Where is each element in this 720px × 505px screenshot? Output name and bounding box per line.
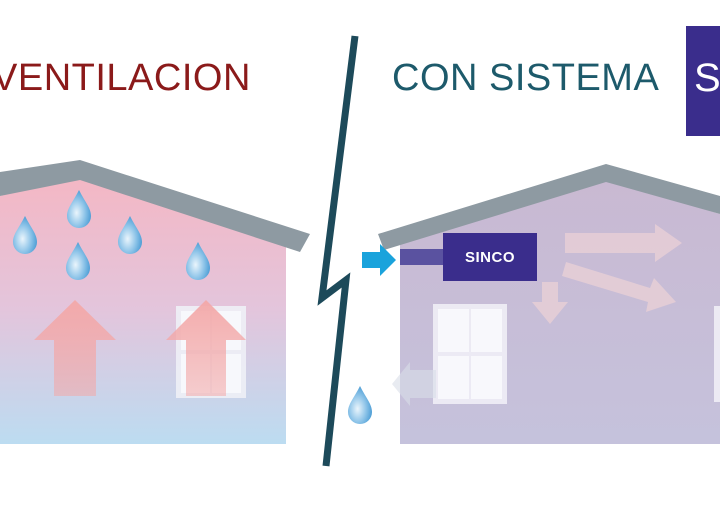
- arrow-down-icon: [532, 282, 568, 324]
- right-roof: [378, 164, 720, 250]
- arrow-left-icon: [392, 362, 436, 406]
- water-drop-icon: [67, 190, 91, 228]
- right-window-partial: [714, 306, 720, 402]
- brand-logo-text: SINCO: [694, 56, 720, 100]
- sinco-device-label: SINCO: [464, 248, 515, 266]
- arrow-right-icon: [562, 262, 676, 312]
- right-window: [433, 304, 507, 404]
- lightning-divider: [317, 35, 359, 467]
- arrow-right-icon: [565, 224, 682, 262]
- sinco-device: SINCO: [443, 233, 537, 281]
- house-without-ventilation: [0, 160, 310, 444]
- humidity-drops: [13, 190, 210, 280]
- arrow-right-icon: [362, 244, 396, 276]
- water-drop-icon: [118, 216, 142, 254]
- arrow-up-icon: [34, 300, 116, 396]
- house-with-sinco-system: [348, 164, 720, 444]
- left-title: VENTILACION: [0, 57, 251, 99]
- brand-logo: SINCO: [686, 26, 720, 136]
- water-drop-icon: [348, 386, 372, 424]
- water-drop-icon: [66, 242, 90, 280]
- intake-duct: [400, 249, 444, 265]
- arrow-up-icon: [166, 300, 246, 396]
- left-roof: [0, 160, 310, 252]
- water-drop-icon: [13, 216, 37, 254]
- water-drop-icon: [186, 242, 210, 280]
- right-title: CON SISTEMA: [392, 57, 660, 99]
